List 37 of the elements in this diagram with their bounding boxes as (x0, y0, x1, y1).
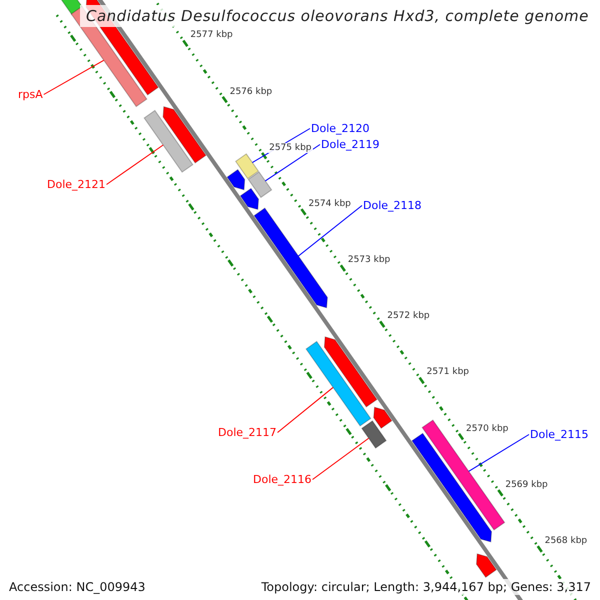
gene-label: Dole_2117 (218, 426, 277, 439)
gene-block (162, 106, 207, 164)
gene-block (411, 432, 492, 543)
gene-label: Dole_2119 (321, 138, 380, 151)
leader-line (312, 438, 370, 480)
gene-block (144, 110, 194, 173)
gene-block (476, 553, 497, 578)
scale-label: 2575 kbp (268, 142, 313, 153)
leader-line (277, 386, 334, 433)
gene-block (235, 153, 260, 180)
scale-label: 2570 kbp (464, 424, 510, 434)
leader-line (468, 434, 530, 472)
scale-label: 2571 kbp (426, 367, 470, 378)
leader-line (264, 144, 320, 182)
scale-label: 2577 kbp (189, 30, 234, 40)
gene-block (226, 168, 246, 190)
gene-label: Dole_2120 (311, 122, 370, 135)
gene-block (305, 340, 372, 427)
gene-block (254, 207, 328, 308)
gene-block (248, 171, 272, 198)
gene-label: Dole_2118 (363, 199, 422, 212)
leader-line (106, 144, 164, 185)
gene-label: Dole_2115 (530, 428, 589, 441)
gene-block (240, 188, 260, 210)
gene-label: Dole_2121 (47, 178, 106, 191)
gene-block (324, 336, 378, 408)
scale-label: 2572 kbp (386, 311, 431, 322)
scale-label: 2569 kbp (504, 480, 549, 490)
scale-label: 2573 kbp (346, 255, 392, 266)
leader-line (43, 60, 104, 95)
gene-label: rpsA (18, 88, 43, 101)
scale-label: 2568 kbp (544, 536, 588, 546)
scale-label: 2576 kbp (228, 86, 274, 97)
gene-block (361, 420, 387, 449)
gene-label: Dole_2116 (253, 473, 312, 486)
scale-label: 2574 kbp (307, 198, 352, 209)
leader-line (298, 205, 362, 257)
